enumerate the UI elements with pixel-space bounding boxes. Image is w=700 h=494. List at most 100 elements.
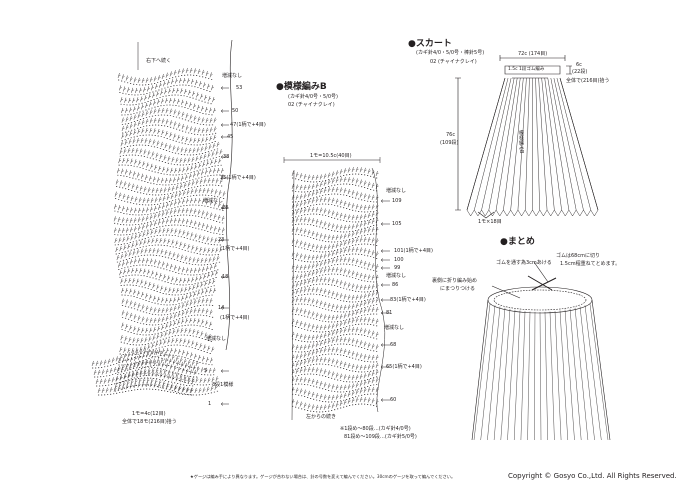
chart-1-stitch-row-chain (121, 304, 214, 316)
bullet-icon: ● (276, 82, 284, 92)
chart-b-stitch-row (291, 246, 379, 261)
chart-1-bottom-pickup: 全体で18モ(216目)拾う (122, 419, 177, 425)
arrow-icon (220, 155, 229, 159)
arrow-icon (220, 135, 229, 139)
arrow-icon (220, 176, 229, 180)
chart-b-stitch-row-chain (292, 203, 378, 213)
chart-b-stitch-row (291, 286, 379, 301)
finish-elastic-2: 1.5cm程重ねてとめます。 (560, 261, 621, 267)
finish-drape-line (514, 310, 521, 441)
chart-1-top-note: 右下へ続く (146, 58, 172, 64)
skirt-pleat-line (535, 77, 541, 211)
chart-b-stitches (291, 166, 379, 413)
chart-1-stitch-row-chain (121, 324, 213, 336)
arrow-icon (220, 238, 229, 242)
finish-drape-line (539, 311, 542, 441)
chart-1-stitch-row (114, 197, 225, 214)
chart-1-stitch-row (117, 257, 217, 274)
chart-1-stitch-row (116, 247, 220, 264)
chart-1-stitch-row (121, 97, 216, 114)
skirt-title-text: スカート (415, 39, 452, 49)
skirt-height: 76c (446, 132, 456, 138)
chart-b-right-line (371, 167, 386, 413)
chart-1-no-change-top: 増減なし (222, 73, 243, 79)
skirt-pleat-line (495, 77, 518, 211)
chart-1-stitch-row-chain (116, 254, 221, 266)
arrow-icon (220, 402, 229, 406)
chart-1-row-label: 18 (222, 274, 229, 280)
chart-1-stitch-row (114, 227, 222, 244)
pattern-b-row-label: 86 (392, 282, 399, 288)
skirt-pleat-line (538, 77, 548, 211)
chart-b-stitch-row (291, 396, 379, 411)
chart-1-stitch-row (115, 177, 223, 194)
pattern-b-row-label: 65(1柄で+4目) (386, 364, 422, 370)
chart-1-stitch-row (117, 67, 213, 84)
chart-1-row-label: 5 (204, 368, 208, 374)
pattern-b-title-text: 模様編みB (283, 82, 327, 92)
chart-1-stitch-row-chain (121, 134, 216, 146)
arrow-icon (380, 222, 390, 226)
finish-schematic (471, 261, 611, 441)
chart-b-stitch-row (291, 206, 379, 221)
skirt-hem-zigzag (481, 209, 490, 217)
pattern-b-row-label: 105 (392, 221, 402, 227)
chart-1-stitch-row-chain (120, 94, 212, 106)
pattern-b-continue: 左からの続き (306, 414, 337, 420)
chart-b-stitch-row-chain (292, 183, 378, 193)
chart-1-base-row-chain (94, 366, 198, 378)
chart-1-row-label: 53 (236, 85, 243, 91)
pattern-b-note-1: ※1段め～80段…(カギ針4/0号) (340, 426, 411, 432)
chart-1-stitch-row-chain (121, 114, 214, 126)
chart-1-row-label: 47(1柄で+4目) (230, 122, 266, 128)
finish-title-text: まとめ (507, 237, 535, 247)
gauge-note: ★ゲージは編み手により異なります。ゲージが合わない場合は、針の号数を変えて編んで… (190, 474, 456, 479)
skirt-hem-zigzag (568, 209, 577, 217)
chart-1-stitch-row (121, 297, 213, 314)
chart-1-stitch-row (114, 377, 218, 394)
chart-1-no-change-mid: 増減なし (203, 198, 224, 204)
chart-1-stitch-row (118, 347, 213, 364)
skirt-pickup: 全体で(216目)拾う (566, 78, 610, 84)
finish-drape-line (544, 311, 548, 441)
chart-1-stitch-row-chain (115, 244, 219, 256)
chart-b-stitch-row (291, 326, 379, 341)
skirt-pleat-line (550, 77, 577, 211)
chart-b-stitch-row (291, 356, 379, 371)
copyright: Copyright © Gosyo Co.,Ltd. All Rights Re… (508, 472, 677, 480)
chart-b-stitch-row-chain (292, 283, 378, 293)
chart-1-stitch-row-chain (119, 84, 211, 96)
finish-drape-line (554, 311, 562, 441)
chart-1-stitch-row (120, 87, 216, 104)
skirt-hem-zigzag (503, 209, 511, 217)
arrow-icon (220, 306, 229, 310)
chart-1-base-row (93, 359, 197, 376)
skirt-needles: (カギ針4/0・5/0号・棒針5号) (416, 50, 485, 56)
chart-b-stitch-row (291, 366, 379, 381)
chart-1-base-row-chain (98, 388, 193, 396)
chart-1-stitch-row-chain (114, 194, 225, 206)
arrow-icon (220, 123, 229, 127)
skirt-hem-zigzag (583, 209, 591, 217)
skirt-height-rows: (109段) (440, 140, 459, 146)
skirt-pleat-line (474, 77, 509, 211)
chart-1-stitch-row (119, 77, 214, 94)
row-arrows (220, 86, 390, 406)
chart-1-stitch-row (119, 267, 219, 284)
arrow-icon (380, 365, 390, 369)
chart-1-row-label: (1柄で+4目) (220, 315, 250, 321)
chart-1-row-label: 23 (218, 237, 225, 243)
chart-1-stitch-row-chain (117, 364, 215, 376)
chart-b-stitch-row-chain (292, 383, 378, 393)
chart-b-stitch-row-chain (292, 253, 378, 263)
arrow-icon (380, 258, 390, 262)
chart-1-stitch-row-chain (121, 294, 213, 306)
skirt-pleat-line (466, 77, 506, 211)
skirt-hem-zigzag (575, 209, 584, 217)
chart-1-stitch-row-chain (117, 174, 224, 186)
chart-1-row-label: 50 (232, 108, 239, 114)
skirt-pleat-line (556, 77, 591, 211)
chart-1-row-label: (1柄で+4目) (220, 246, 250, 252)
chart-1-stitch-row-chain (114, 224, 224, 236)
chart-1-stitch-row-chain (120, 284, 215, 296)
